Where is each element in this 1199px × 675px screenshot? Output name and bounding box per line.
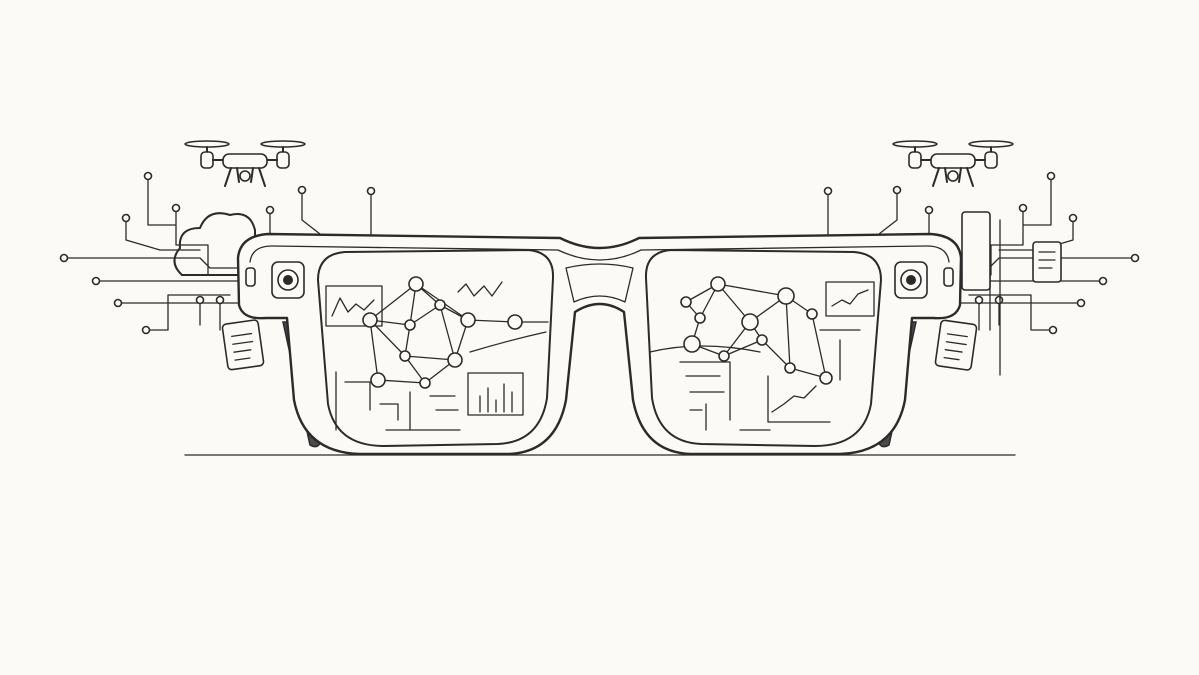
network-node	[419, 377, 431, 389]
line-chart	[457, 281, 503, 297]
circuit-node	[215, 295, 225, 305]
circuit-node	[143, 171, 153, 181]
drone-icon	[892, 140, 1014, 187]
network-edge	[369, 283, 417, 321]
circuit-node	[1046, 171, 1056, 181]
network-edge	[439, 304, 456, 361]
document-icon	[221, 319, 265, 371]
circuit-trace	[125, 217, 201, 251]
schematic-lines	[335, 321, 549, 431]
schematic-lines	[649, 329, 861, 431]
network-node	[683, 335, 701, 353]
network-edge	[717, 283, 787, 297]
circuit-trace	[147, 175, 176, 226]
circuit-trace	[301, 189, 321, 235]
network-node	[784, 362, 796, 374]
circuit-trace	[878, 189, 898, 235]
network-node	[370, 372, 386, 388]
network-edge	[467, 319, 516, 323]
network-edge	[404, 355, 456, 361]
circuit-node	[297, 185, 307, 195]
circuit-node	[171, 203, 181, 213]
document-icon	[961, 211, 1062, 291]
network-node	[806, 308, 818, 320]
network-node	[756, 334, 768, 346]
circuit-node	[1076, 298, 1086, 308]
circuit-trace	[1023, 175, 1052, 226]
network-edge	[785, 295, 791, 369]
line-chart	[325, 285, 383, 327]
network-edge	[377, 379, 426, 384]
network-node	[507, 314, 523, 330]
network-edge	[723, 339, 763, 357]
network-node	[718, 350, 730, 362]
network-node	[399, 350, 411, 362]
circuit-node	[265, 205, 275, 215]
nose-bridge	[565, 263, 634, 303]
network-node	[694, 312, 706, 324]
circuit-node	[1048, 325, 1058, 335]
circuit-trace	[145, 294, 231, 331]
circuit-node	[366, 186, 376, 196]
network-edge	[409, 304, 441, 326]
circuit-node	[195, 295, 205, 305]
cloud-icon	[173, 212, 256, 276]
network-node	[447, 352, 463, 368]
network-node	[819, 371, 833, 385]
document-icon	[934, 319, 978, 371]
lens-hud	[325, 281, 875, 431]
circuit-node	[141, 325, 151, 335]
circuit-node	[121, 213, 131, 223]
line-chart	[767, 375, 831, 423]
circuit-node	[1018, 203, 1028, 213]
circuit-node	[1068, 213, 1078, 223]
circuit-node	[974, 295, 984, 305]
circuit-node	[1130, 253, 1140, 263]
network-node	[362, 312, 378, 328]
network-node	[404, 319, 416, 331]
right-lens	[644, 249, 882, 447]
network-node	[777, 287, 795, 305]
left-lens	[317, 249, 555, 447]
network-node	[434, 299, 446, 311]
network-edge	[761, 339, 791, 369]
network-edge	[369, 319, 406, 357]
circuit-node	[1098, 276, 1108, 286]
network-node	[710, 276, 726, 292]
network-edge	[369, 319, 379, 381]
network-node	[741, 313, 759, 331]
camera-icon	[894, 261, 954, 299]
network-edge	[811, 313, 827, 379]
network-graph	[362, 276, 833, 389]
network-node	[408, 276, 424, 292]
circuit-node	[113, 298, 123, 308]
circuit-node	[823, 186, 833, 196]
circuit-trace	[990, 207, 1024, 276]
circuit-node	[924, 205, 934, 215]
camera-icon	[245, 261, 305, 299]
drone-icon	[184, 140, 306, 187]
network-node	[460, 312, 476, 328]
frame-inner-edge	[249, 245, 950, 263]
network-node	[680, 296, 692, 308]
bar-chart	[467, 372, 524, 416]
circuit-node	[994, 295, 1004, 305]
circuit-node	[91, 276, 101, 286]
circuit-node	[892, 185, 902, 195]
circuit-trace	[175, 207, 209, 276]
line-chart	[825, 281, 875, 317]
circuit-trace	[63, 257, 239, 269]
circuit-node	[59, 253, 69, 263]
